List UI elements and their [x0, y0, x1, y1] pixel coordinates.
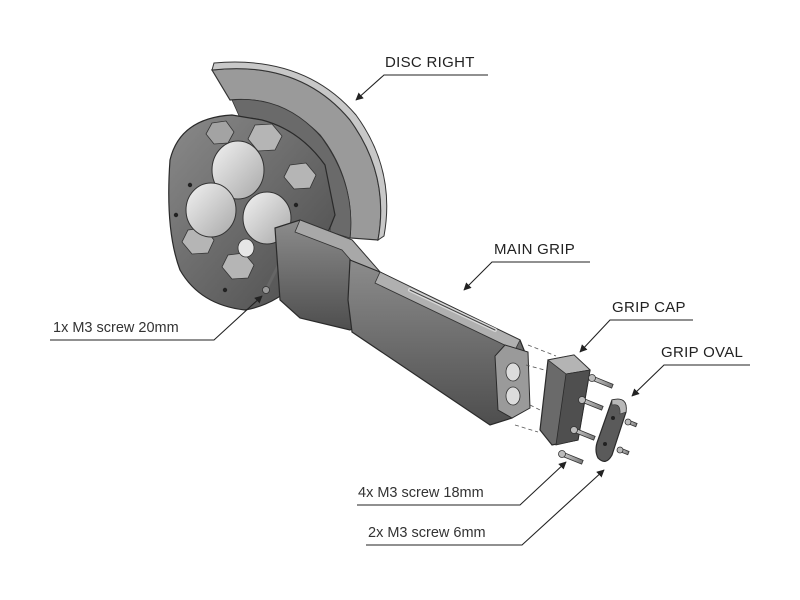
screw-18mm-3: [570, 426, 596, 441]
leader-main-grip: [463, 261, 590, 291]
leader-grip-cap: [579, 319, 693, 353]
leader-screw-18mm: [357, 461, 567, 506]
label-screw-6mm: 2x M3 screw 6mm: [368, 525, 486, 541]
label-screw-18mm: 4x M3 screw 18mm: [358, 485, 484, 501]
m3-screws-6mm-part: [616, 418, 638, 456]
grip-oval-part: [595, 398, 627, 462]
screw-18mm-4: [558, 450, 584, 465]
label-screw-20mm: 1x M3 screw 20mm: [53, 320, 179, 336]
grip-cap-part: [539, 354, 591, 446]
label-grip-oval: GRIP OVAL: [661, 344, 744, 361]
screw-18mm-2: [578, 396, 604, 411]
label-grip-cap: GRIP CAP: [612, 299, 686, 316]
m3-screws-18mm-part: [558, 374, 614, 465]
leader-disc-right: [355, 74, 488, 101]
label-disc-right: DISC RIGHT: [385, 54, 475, 71]
leader-screw-6mm: [366, 469, 605, 546]
label-main-grip: MAIN GRIP: [494, 241, 576, 258]
main-grip-part: [274, 219, 531, 426]
screw-6mm-2: [616, 446, 630, 456]
screw-6mm-1: [624, 418, 638, 428]
leader-screw-20mm: [50, 295, 263, 341]
disc-right-part: [211, 61, 388, 242]
leader-lines: [50, 74, 750, 546]
leader-grip-oval: [631, 364, 750, 397]
screw-18mm-1: [588, 374, 614, 389]
